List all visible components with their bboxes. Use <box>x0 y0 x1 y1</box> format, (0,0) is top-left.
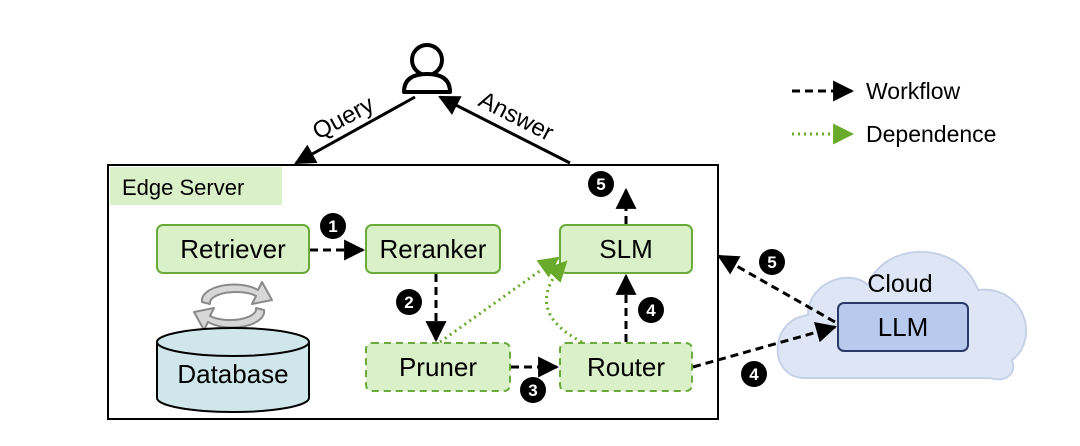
slm-box <box>559 224 693 274</box>
edge-server-label: Edge Server <box>122 175 244 200</box>
retriever-label: Retriever <box>180 234 286 264</box>
llm-label: LLM <box>878 312 929 342</box>
pruner-to-slm-dependence-arrow <box>439 256 560 344</box>
llm-box <box>837 302 969 352</box>
database-label: Database <box>177 359 288 389</box>
llm-to-slm-arrow <box>717 254 836 324</box>
edge-server-label-bg <box>110 167 282 205</box>
router-label: Router <box>587 352 665 382</box>
query-arrow <box>294 95 416 165</box>
reranker-label: Reranker <box>380 234 487 264</box>
step-badge-2: 2 <box>396 289 422 315</box>
step-badge-4-llm: 4 <box>741 361 767 387</box>
svg-text:2: 2 <box>404 293 413 312</box>
legend-workflow-label: Workflow <box>866 78 961 104</box>
step-badge-4-router: 4 <box>638 297 664 323</box>
database-cylinder-icon <box>156 327 310 413</box>
step-badge-3: 3 <box>520 377 546 403</box>
retriever-box <box>156 224 310 274</box>
answer-arrow <box>438 95 571 165</box>
router-box <box>559 342 693 392</box>
svg-text:3: 3 <box>528 381 537 400</box>
router-to-llm-arrow <box>692 322 838 369</box>
pruner-box <box>365 342 511 392</box>
svg-text:1: 1 <box>328 217 337 236</box>
cloud-label: Cloud <box>867 270 932 298</box>
svg-text:5: 5 <box>767 253 776 272</box>
svg-text:5: 5 <box>596 175 605 194</box>
step-badge-5-llm: 5 <box>759 249 785 275</box>
legend: Workflow Dependence <box>792 78 996 147</box>
reranker-box <box>365 224 501 274</box>
step-badge-1: 1 <box>320 213 346 239</box>
step-badge-5-slm: 5 <box>588 171 614 197</box>
pruner-label: Pruner <box>399 352 477 382</box>
edge-server-box <box>107 164 719 420</box>
user-icon <box>402 43 452 94</box>
slm-label: SLM <box>599 234 652 264</box>
svg-text:4: 4 <box>646 301 656 320</box>
legend-dependence-label: Dependence <box>866 121 996 147</box>
answer-label: Answer <box>474 86 558 146</box>
refresh-cycle-icon <box>193 281 273 331</box>
svg-text:4: 4 <box>749 365 759 384</box>
router-to-slm-dependence-arrow <box>544 260 583 344</box>
